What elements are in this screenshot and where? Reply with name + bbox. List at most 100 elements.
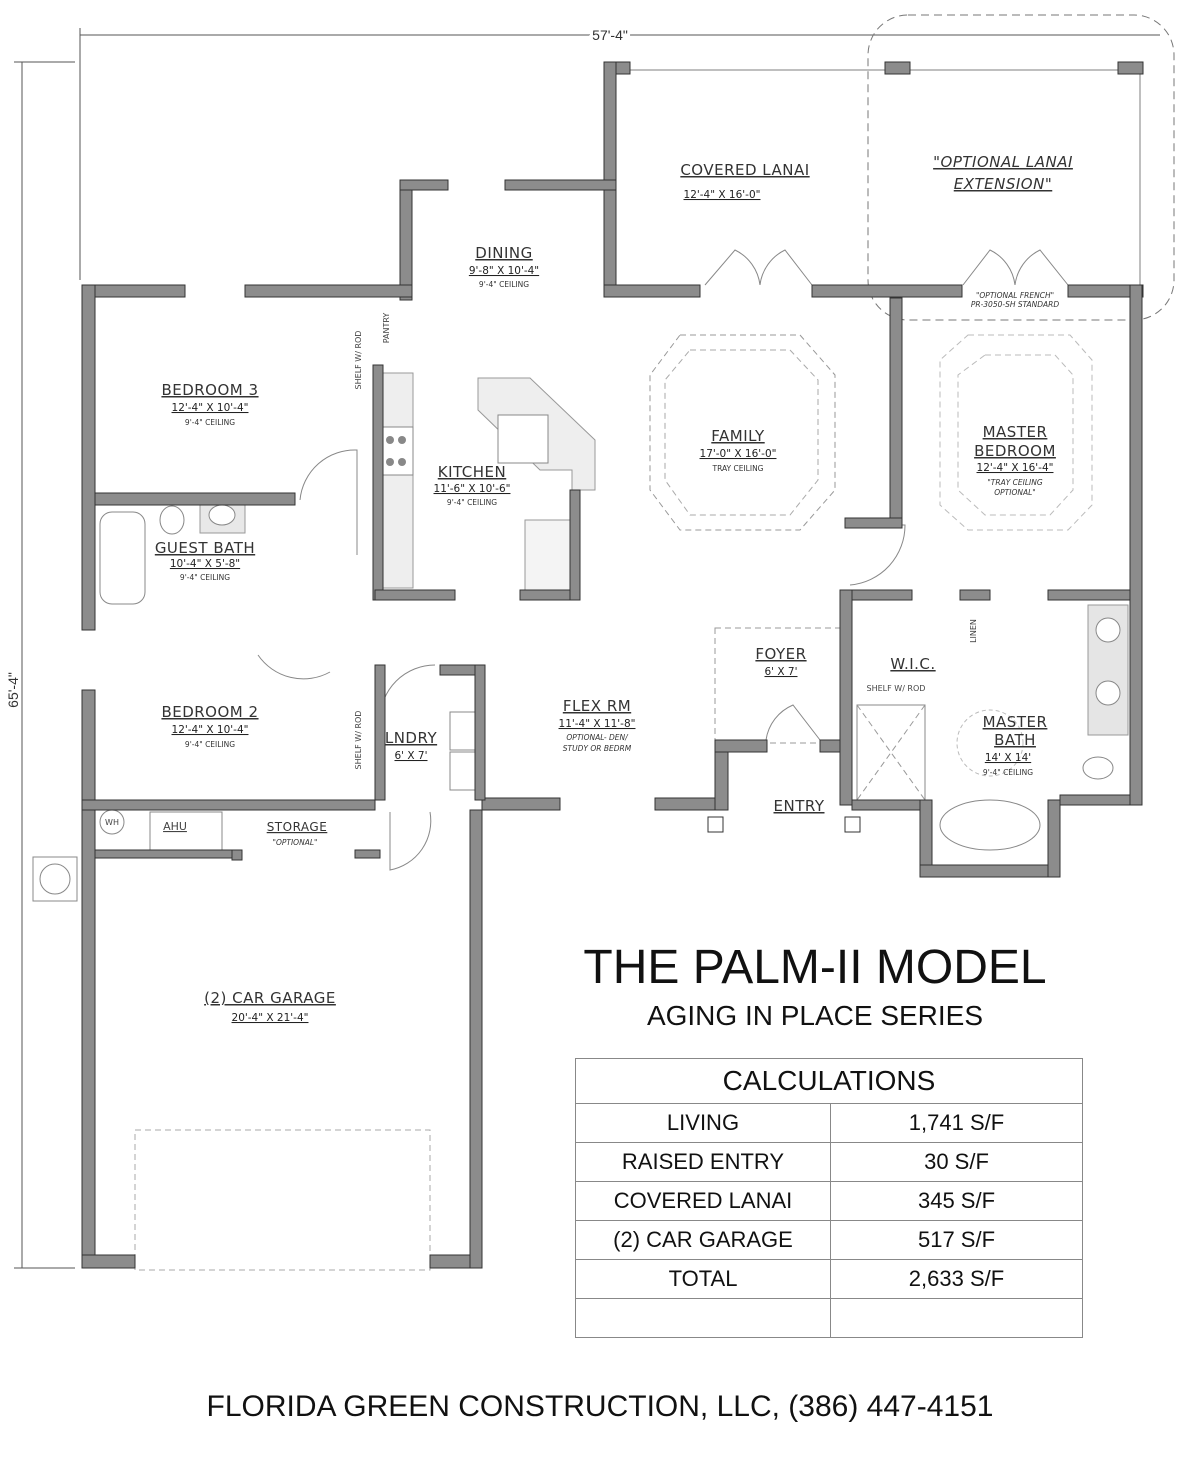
- room-name-master-bedroom-2: BEDROOM: [974, 442, 1056, 460]
- wall-segment: [374, 589, 456, 601]
- wall-segment: [1067, 284, 1144, 298]
- french-door-note: "OPTIONAL FRENCH": [976, 291, 1054, 300]
- wall-segment: [81, 1254, 136, 1269]
- entry-column-left: [707, 816, 724, 833]
- room-note-kitchen: 9'-4" CEILING: [447, 498, 497, 507]
- overall-width-dimension: 57'-4": [592, 27, 628, 43]
- wall-segment: [889, 297, 903, 529]
- room-note-storage: "OPTIONAL": [273, 838, 318, 847]
- wall-segment: [839, 589, 853, 806]
- family-tray-ceiling: [649, 334, 836, 531]
- wall-segment: [354, 849, 381, 859]
- wall-segment: [81, 799, 376, 811]
- room-name-kitchen: KITCHEN: [438, 463, 507, 481]
- room-note-guest-bath: 9'-4" CEILING: [180, 573, 230, 582]
- guest-sink: [208, 504, 236, 526]
- wall-segment: [569, 489, 581, 601]
- room-dims-laundry: 6' X 7': [394, 750, 427, 762]
- room-dims-kitchen: 11'-6" X 10'-6": [434, 483, 511, 495]
- calc-value: 30 S/F: [830, 1142, 1083, 1182]
- wall-segment: [374, 664, 386, 801]
- room-labels: COVERED LANAI 12'-4" X 16'-0" "OPTIONAL …: [105, 153, 1073, 1024]
- calc-label: COVERED LANAI: [575, 1181, 831, 1221]
- range: [382, 426, 414, 476]
- room-dims-foyer: 6' X 7': [764, 666, 797, 678]
- entry-column-right: [844, 816, 861, 833]
- room-name-guest-bath: GUEST BATH: [155, 539, 255, 557]
- wall-segment: [81, 284, 186, 298]
- room-name-foyer: FOYER: [755, 645, 806, 663]
- calc-value: [830, 1298, 1083, 1338]
- wall-segment: [481, 797, 561, 811]
- company-footer: FLORIDA GREEN CONSTRUCTION, LLC, (386) 4…: [206, 1390, 994, 1423]
- room-name-optional-lanai-2: EXTENSION": [954, 175, 1053, 193]
- room-name-master-bedroom: MASTER: [983, 423, 1048, 441]
- room-note-master-bedroom-2: OPTIONAL": [994, 488, 1036, 497]
- room-note-bedroom-3: 9'-4" CEILING: [185, 418, 235, 427]
- room-dims-bedroom-3: 12'-4" X 10'-4": [172, 402, 249, 414]
- room-note-dining: 9'-4" CEILING: [479, 280, 529, 289]
- wall-segment: [399, 179, 413, 301]
- master-tray-ceiling: [939, 334, 1093, 531]
- wall-segment: [469, 809, 483, 1269]
- refrigerator: [524, 519, 571, 591]
- ahu-label: AHU: [163, 820, 187, 833]
- french-door-spec: PR-3050-SH STANDARD: [971, 300, 1060, 309]
- room-name-optional-lanai: "OPTIONAL LANAI: [933, 153, 1073, 171]
- room-dims-master-bath: 14' X 14': [985, 752, 1031, 764]
- kitchen-counter: [382, 372, 414, 589]
- roll-in-shower: [856, 704, 926, 801]
- room-note-wic: SHELF W/ ROD: [867, 684, 926, 693]
- master-sink-1: [1095, 617, 1121, 643]
- master-toilet: [1082, 756, 1114, 780]
- room-name-dining: DINING: [475, 244, 532, 262]
- linen-label: LINEN: [969, 619, 978, 643]
- room-dims-dining: 9'-8" X 10'-4": [469, 265, 539, 277]
- turning-circle: [956, 709, 1024, 777]
- room-name-storage: STORAGE: [267, 820, 328, 834]
- wall-segment: [399, 179, 449, 191]
- room-dims-guest-bath: 10'-4" X 5'-8": [170, 558, 240, 570]
- wall-segment: [231, 849, 243, 861]
- wall-segment: [851, 799, 921, 811]
- shelf-rod-label-bedroom-3: SHELF W/ ROD: [354, 331, 363, 390]
- room-name-bedroom-3: BEDROOM 3: [161, 381, 258, 399]
- room-dims-covered-lanai: 12'-4" X 16'-0": [684, 189, 761, 201]
- room-name-master-bath: MASTER: [983, 713, 1048, 731]
- optional-lanai-extension-outline: [867, 14, 1175, 321]
- overall-depth-dimension: 65'-4": [5, 672, 21, 708]
- wall-segment: [603, 284, 701, 298]
- range-burners: [386, 436, 406, 466]
- calc-label: TOTAL: [575, 1259, 831, 1299]
- master-sink-2: [1095, 680, 1121, 706]
- room-name-flex: FLEX RM: [563, 697, 631, 715]
- calc-label: RAISED ENTRY: [575, 1142, 831, 1182]
- room-note-bedroom-2: 9'-4" CEILING: [185, 740, 235, 749]
- wall-segment: [94, 849, 236, 859]
- calc-value: 345 S/F: [830, 1181, 1083, 1221]
- wall-segment: [811, 284, 963, 298]
- door-swings: [257, 249, 1069, 871]
- room-name-wic: W.I.C.: [890, 655, 935, 673]
- wall-segment: [94, 492, 296, 506]
- room-dims-flex: 11'-4" X 11'-8": [559, 718, 636, 730]
- wall-segment: [1047, 799, 1061, 878]
- wall-segment: [1047, 589, 1131, 601]
- shelf-rod-label-bedroom-2: SHELF W/ ROD: [354, 711, 363, 770]
- pantry-label: PANTRY: [382, 313, 391, 344]
- lanai-outline: [611, 69, 1141, 290]
- room-note-master-bath: 9'-4" CEILING: [983, 768, 1033, 777]
- calc-label: [575, 1298, 831, 1338]
- room-name-entry: ENTRY: [774, 797, 825, 815]
- ahu-unit: [149, 811, 223, 853]
- room-note-family: TRAY CEILING: [711, 464, 763, 473]
- model-subtitle: AGING IN PLACE SERIES: [646, 1000, 984, 1031]
- calc-label: LIVING: [575, 1103, 831, 1143]
- room-dims-family: 17'-0" X 16'-0": [700, 448, 777, 460]
- wall-segment: [372, 364, 384, 601]
- room-dims-bedroom-2: 12'-4" X 10'-4": [172, 724, 249, 736]
